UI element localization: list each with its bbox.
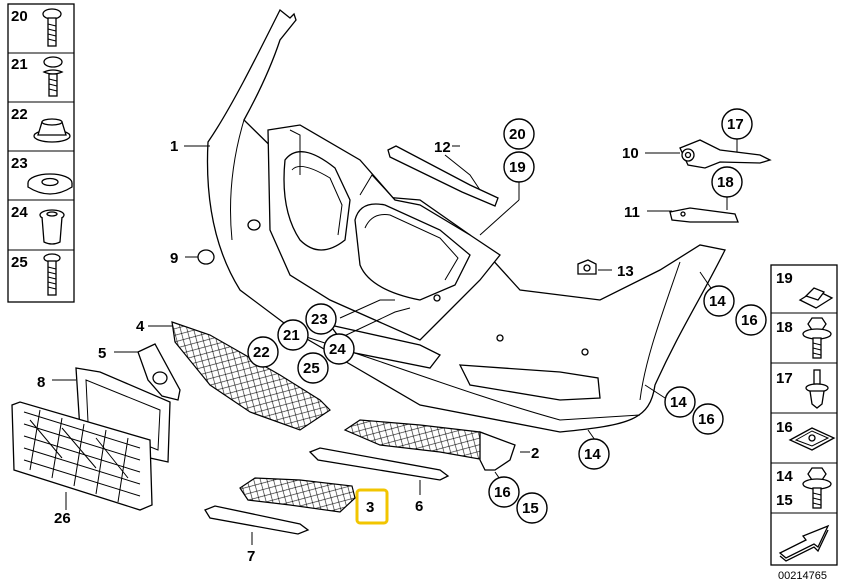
callout-16-a: 16 <box>741 312 758 329</box>
leader-lines <box>52 138 738 545</box>
arrow-icon <box>778 524 830 562</box>
callout-2: 2 <box>531 445 539 462</box>
callout-6: 6 <box>415 498 423 515</box>
callout-4: 4 <box>136 318 145 335</box>
mesh-grille-part-4 <box>171 321 331 431</box>
sleeve-nut-icon <box>39 209 65 245</box>
callout-25: 25 <box>303 360 320 377</box>
bumper-cover-part-1 <box>206 8 726 433</box>
callout-16-c: 16 <box>494 484 511 501</box>
callout-8: 8 <box>37 374 45 391</box>
callout-1: 1 <box>170 138 178 155</box>
fog-grille-part-3 <box>239 477 356 513</box>
callout-14-c: 14 <box>584 446 601 463</box>
document-id: 00214765 <box>778 570 827 582</box>
left-fastener-column: 20 21 22 23 24 <box>7 3 75 303</box>
callout-13: 13 <box>617 263 634 280</box>
callout-23: 23 <box>311 311 328 328</box>
trim-strip-part-12 <box>387 145 499 207</box>
bracket-part-10 <box>679 139 772 169</box>
fastener-label-16: 16 <box>776 419 793 436</box>
callout-14-b: 14 <box>670 394 687 411</box>
carrier-frame-part-26 <box>11 401 153 511</box>
screw-icon <box>42 8 62 47</box>
trim-strip-part-7 <box>204 505 310 535</box>
callout-21: 21 <box>283 327 300 344</box>
callout-10: 10 <box>622 145 639 162</box>
callout-5: 5 <box>98 345 106 362</box>
callout-20: 20 <box>509 126 526 143</box>
speed-nut-icon <box>788 427 836 451</box>
fastener-label-17: 17 <box>776 370 793 387</box>
fastener-label-20: 20 <box>11 8 28 25</box>
fastener-label-15: 15 <box>776 492 793 509</box>
callout-15: 15 <box>522 500 539 517</box>
fastener-label-23: 23 <box>11 155 28 172</box>
tow-cover-part-5 <box>137 343 181 401</box>
clip-nut-icon <box>798 287 834 309</box>
callout-16-b: 16 <box>698 411 715 428</box>
fastener-label-19: 19 <box>776 270 793 287</box>
fastener-label-24: 24 <box>11 204 28 221</box>
callout-11: 11 <box>624 204 640 221</box>
callout-7: 7 <box>247 548 255 565</box>
callout-12: 12 <box>434 139 451 156</box>
right-fastener-column: 19 18 17 16 14 15 <box>770 264 838 582</box>
spring-screw-icon <box>42 56 64 97</box>
callout-18: 18 <box>717 174 734 191</box>
fastener-label-14: 14 <box>776 468 793 485</box>
bracket-part-11 <box>669 207 739 223</box>
fastener-label-25: 25 <box>11 254 28 271</box>
screw-icon <box>43 253 61 296</box>
expansion-rivet-icon <box>805 369 829 409</box>
dome-grommet-icon <box>33 118 71 143</box>
callout-3: 3 <box>366 499 374 516</box>
callout-22: 22 <box>253 344 270 361</box>
fog-grille-part-2 <box>343 419 516 471</box>
callout-14-a: 14 <box>709 293 726 310</box>
callouts: 1 2 3 4 5 6 7 8 9 10 11 12 13 26 20 19 1… <box>37 108 767 565</box>
callout-17: 17 <box>727 116 744 133</box>
callout-24: 24 <box>329 341 346 358</box>
clip-part-13 <box>577 259 597 275</box>
hex-screw-icon <box>802 467 832 509</box>
callout-26: 26 <box>54 510 71 527</box>
callout-9: 9 <box>170 250 178 267</box>
cap-part-9 <box>197 249 215 265</box>
callout-19: 19 <box>509 159 526 176</box>
collar-screw-icon <box>802 317 832 359</box>
highlight-box-part-3 <box>355 488 389 525</box>
flat-washer-icon <box>27 173 73 195</box>
trim-strip-part-6 <box>308 447 450 481</box>
fastener-label-22: 22 <box>11 106 28 123</box>
fastener-label-21: 21 <box>11 56 28 73</box>
fastener-label-18: 18 <box>776 319 793 336</box>
